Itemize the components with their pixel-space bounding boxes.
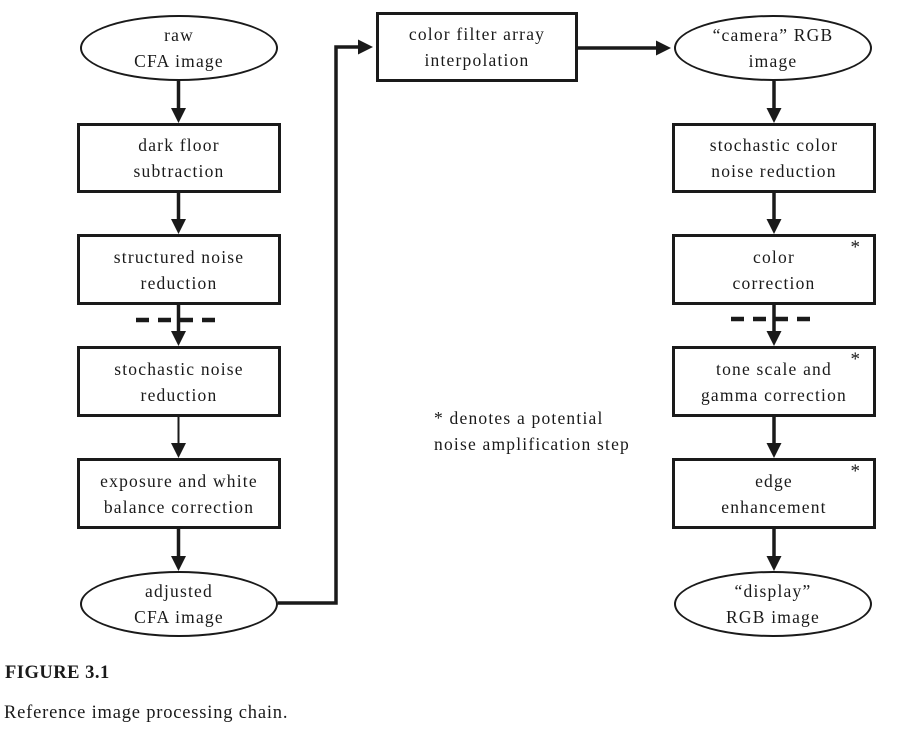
- node-display-rgb-image-label: “display” RGB image: [726, 581, 820, 627]
- node-color-correction: * color correction: [672, 234, 876, 305]
- node-cfa-interpolation: color filter array interpolation: [376, 12, 578, 82]
- node-adjusted-cfa-image-label: adjusted CFA image: [134, 581, 224, 627]
- figure-caption-text: Reference image processing chain.: [4, 703, 289, 723]
- node-camera-rgb-image: “camera” RGB image: [674, 15, 872, 81]
- edge-adjusted-cfa-to-cfa-interpolation: [278, 39, 373, 605]
- node-raw-cfa-image: raw CFA image: [80, 15, 278, 81]
- node-camera-rgb-image-label: “camera” RGB image: [712, 25, 834, 71]
- node-tone-scale-gamma-correction: * tone scale and gamma correction: [672, 346, 876, 417]
- node-display-rgb-image: “display” RGB image: [674, 571, 872, 637]
- figure-caption-label: FIGURE 3.1: [5, 663, 110, 683]
- node-adjusted-cfa-image: adjusted CFA image: [80, 571, 278, 637]
- node-cfa-interpolation-label: color filter array interpolation: [408, 24, 546, 70]
- node-structured-noise-reduction-label: structured noise reduction: [113, 246, 245, 293]
- node-exposure-white-balance: exposure and white balance correction: [77, 458, 281, 529]
- asterisk-footnote: * denotes a potential noise amplificatio…: [434, 408, 630, 454]
- node-stochastic-noise-reduction: stochastic noise reduction: [77, 346, 281, 417]
- node-dark-floor-subtraction: dark floor subtraction: [77, 123, 281, 193]
- node-exposure-white-balance-label: exposure and white balance correction: [100, 470, 258, 517]
- node-stochastic-noise-reduction-label: stochastic noise reduction: [114, 358, 244, 405]
- node-structured-noise-reduction: structured noise reduction: [77, 234, 281, 305]
- node-color-correction-label: color correction: [732, 246, 816, 293]
- noise-amplification-asterisk: *: [850, 349, 861, 370]
- node-dark-floor-subtraction-label: dark floor subtraction: [133, 135, 225, 181]
- node-raw-cfa-image-label: raw CFA image: [134, 25, 224, 71]
- node-stochastic-color-noise-reduction: stochastic color noise reduction: [672, 123, 876, 193]
- node-tone-scale-gamma-correction-label: tone scale and gamma correction: [700, 358, 847, 405]
- node-edge-enhancement-label: edge enhancement: [721, 470, 827, 517]
- node-edge-enhancement: * edge enhancement: [672, 458, 876, 529]
- noise-amplification-asterisk: *: [850, 461, 861, 482]
- node-stochastic-color-noise-reduction-label: stochastic color noise reduction: [709, 135, 839, 181]
- noise-amplification-asterisk: *: [850, 237, 861, 258]
